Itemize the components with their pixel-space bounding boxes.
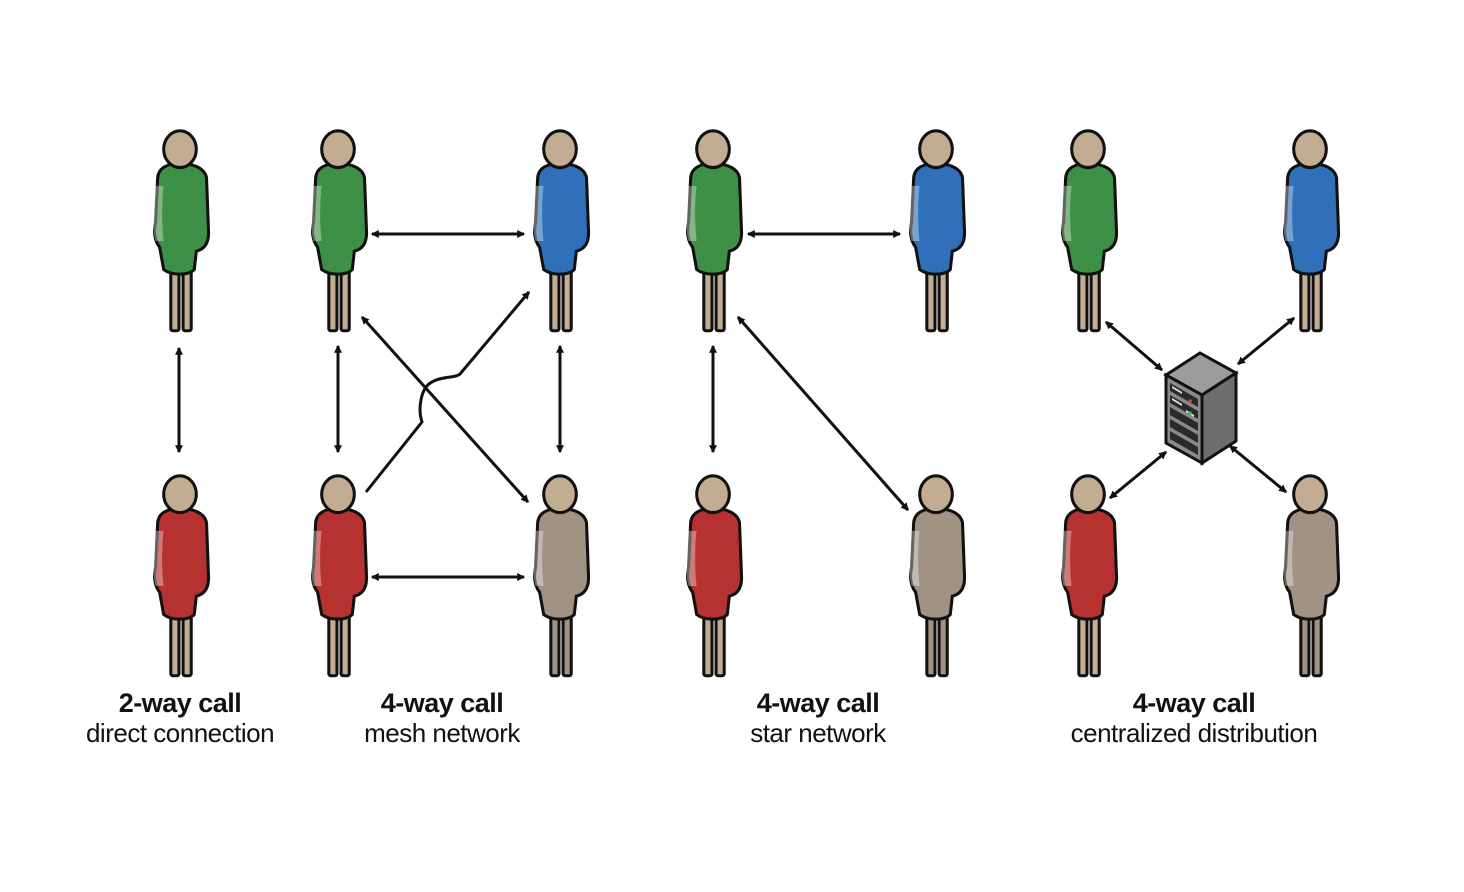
person-icon-green xyxy=(152,129,211,333)
person-icon-green xyxy=(685,129,744,333)
person-icon-red xyxy=(310,474,369,678)
person-icon-gray xyxy=(908,474,967,678)
connection-arrow xyxy=(1229,444,1287,494)
panel-caption-two-way: 2-way call direct connection xyxy=(60,688,300,749)
person-icon-gray xyxy=(532,474,591,678)
panel-subtitle: centralized distribution xyxy=(1070,718,1318,749)
panel-caption-mesh: 4-way call mesh network xyxy=(322,688,562,749)
panel-subtitle: direct connection xyxy=(85,718,275,749)
person-icon-red xyxy=(1060,474,1119,678)
panel-caption-centralized: 4-way call centralized distribution xyxy=(1044,688,1344,749)
person-icon-blue xyxy=(908,129,967,333)
panel-caption-star: 4-way call star network xyxy=(698,688,938,749)
connection-arrow xyxy=(1105,320,1163,372)
person-icon-red xyxy=(152,474,211,678)
connection-arrow xyxy=(1109,450,1167,500)
server-icon xyxy=(1163,351,1239,466)
person-icon-green xyxy=(310,129,369,333)
panel-title: 4-way call xyxy=(756,688,880,718)
person-icon-red xyxy=(685,474,744,678)
panel-title: 4-way call xyxy=(380,688,504,718)
panel-subtitle: star network xyxy=(750,718,886,749)
person-icon-gray xyxy=(1282,474,1341,678)
person-icon-blue xyxy=(1282,129,1341,333)
person-icon-green xyxy=(1060,129,1119,333)
connection-arrow xyxy=(736,316,910,511)
person-icon-blue xyxy=(532,129,591,333)
connection-arrow-crossing xyxy=(364,291,531,493)
connection-arrow xyxy=(360,315,530,504)
connection-arrow xyxy=(1237,316,1295,366)
panel-title: 4-way call xyxy=(1132,688,1256,718)
panel-subtitle: mesh network xyxy=(364,718,520,749)
panel-title: 2-way call xyxy=(118,688,242,718)
